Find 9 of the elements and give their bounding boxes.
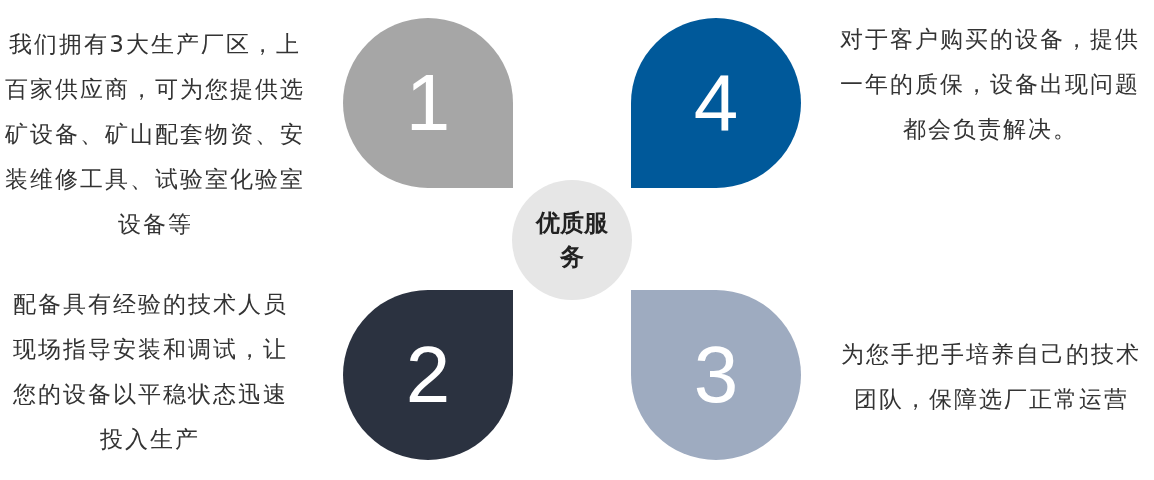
petal-number: 4 bbox=[693, 63, 739, 143]
petal-number: 3 bbox=[693, 335, 739, 415]
petal-number: 2 bbox=[405, 335, 451, 415]
description-text: 为您手把手培养自己的技术团队，保障选厂正常运营 bbox=[840, 340, 1142, 414]
center-title: 优质服务 bbox=[536, 208, 608, 273]
description-text: 对于客户购买的设备，提供一年的质保，设备出现问题都会负责解决。 bbox=[840, 25, 1140, 144]
petal-number: 1 bbox=[405, 63, 451, 143]
description-text: 我们拥有3大生产厂区，上百家供应商，可为您提供选矿设备、矿山配套物资、安装维修工具、试验室化验室设备等 bbox=[5, 30, 305, 239]
description-text: 配备具有经验的技术人员现场指导安装和调试，让您的设备以平稳状态迅速投入生产 bbox=[11, 290, 289, 454]
